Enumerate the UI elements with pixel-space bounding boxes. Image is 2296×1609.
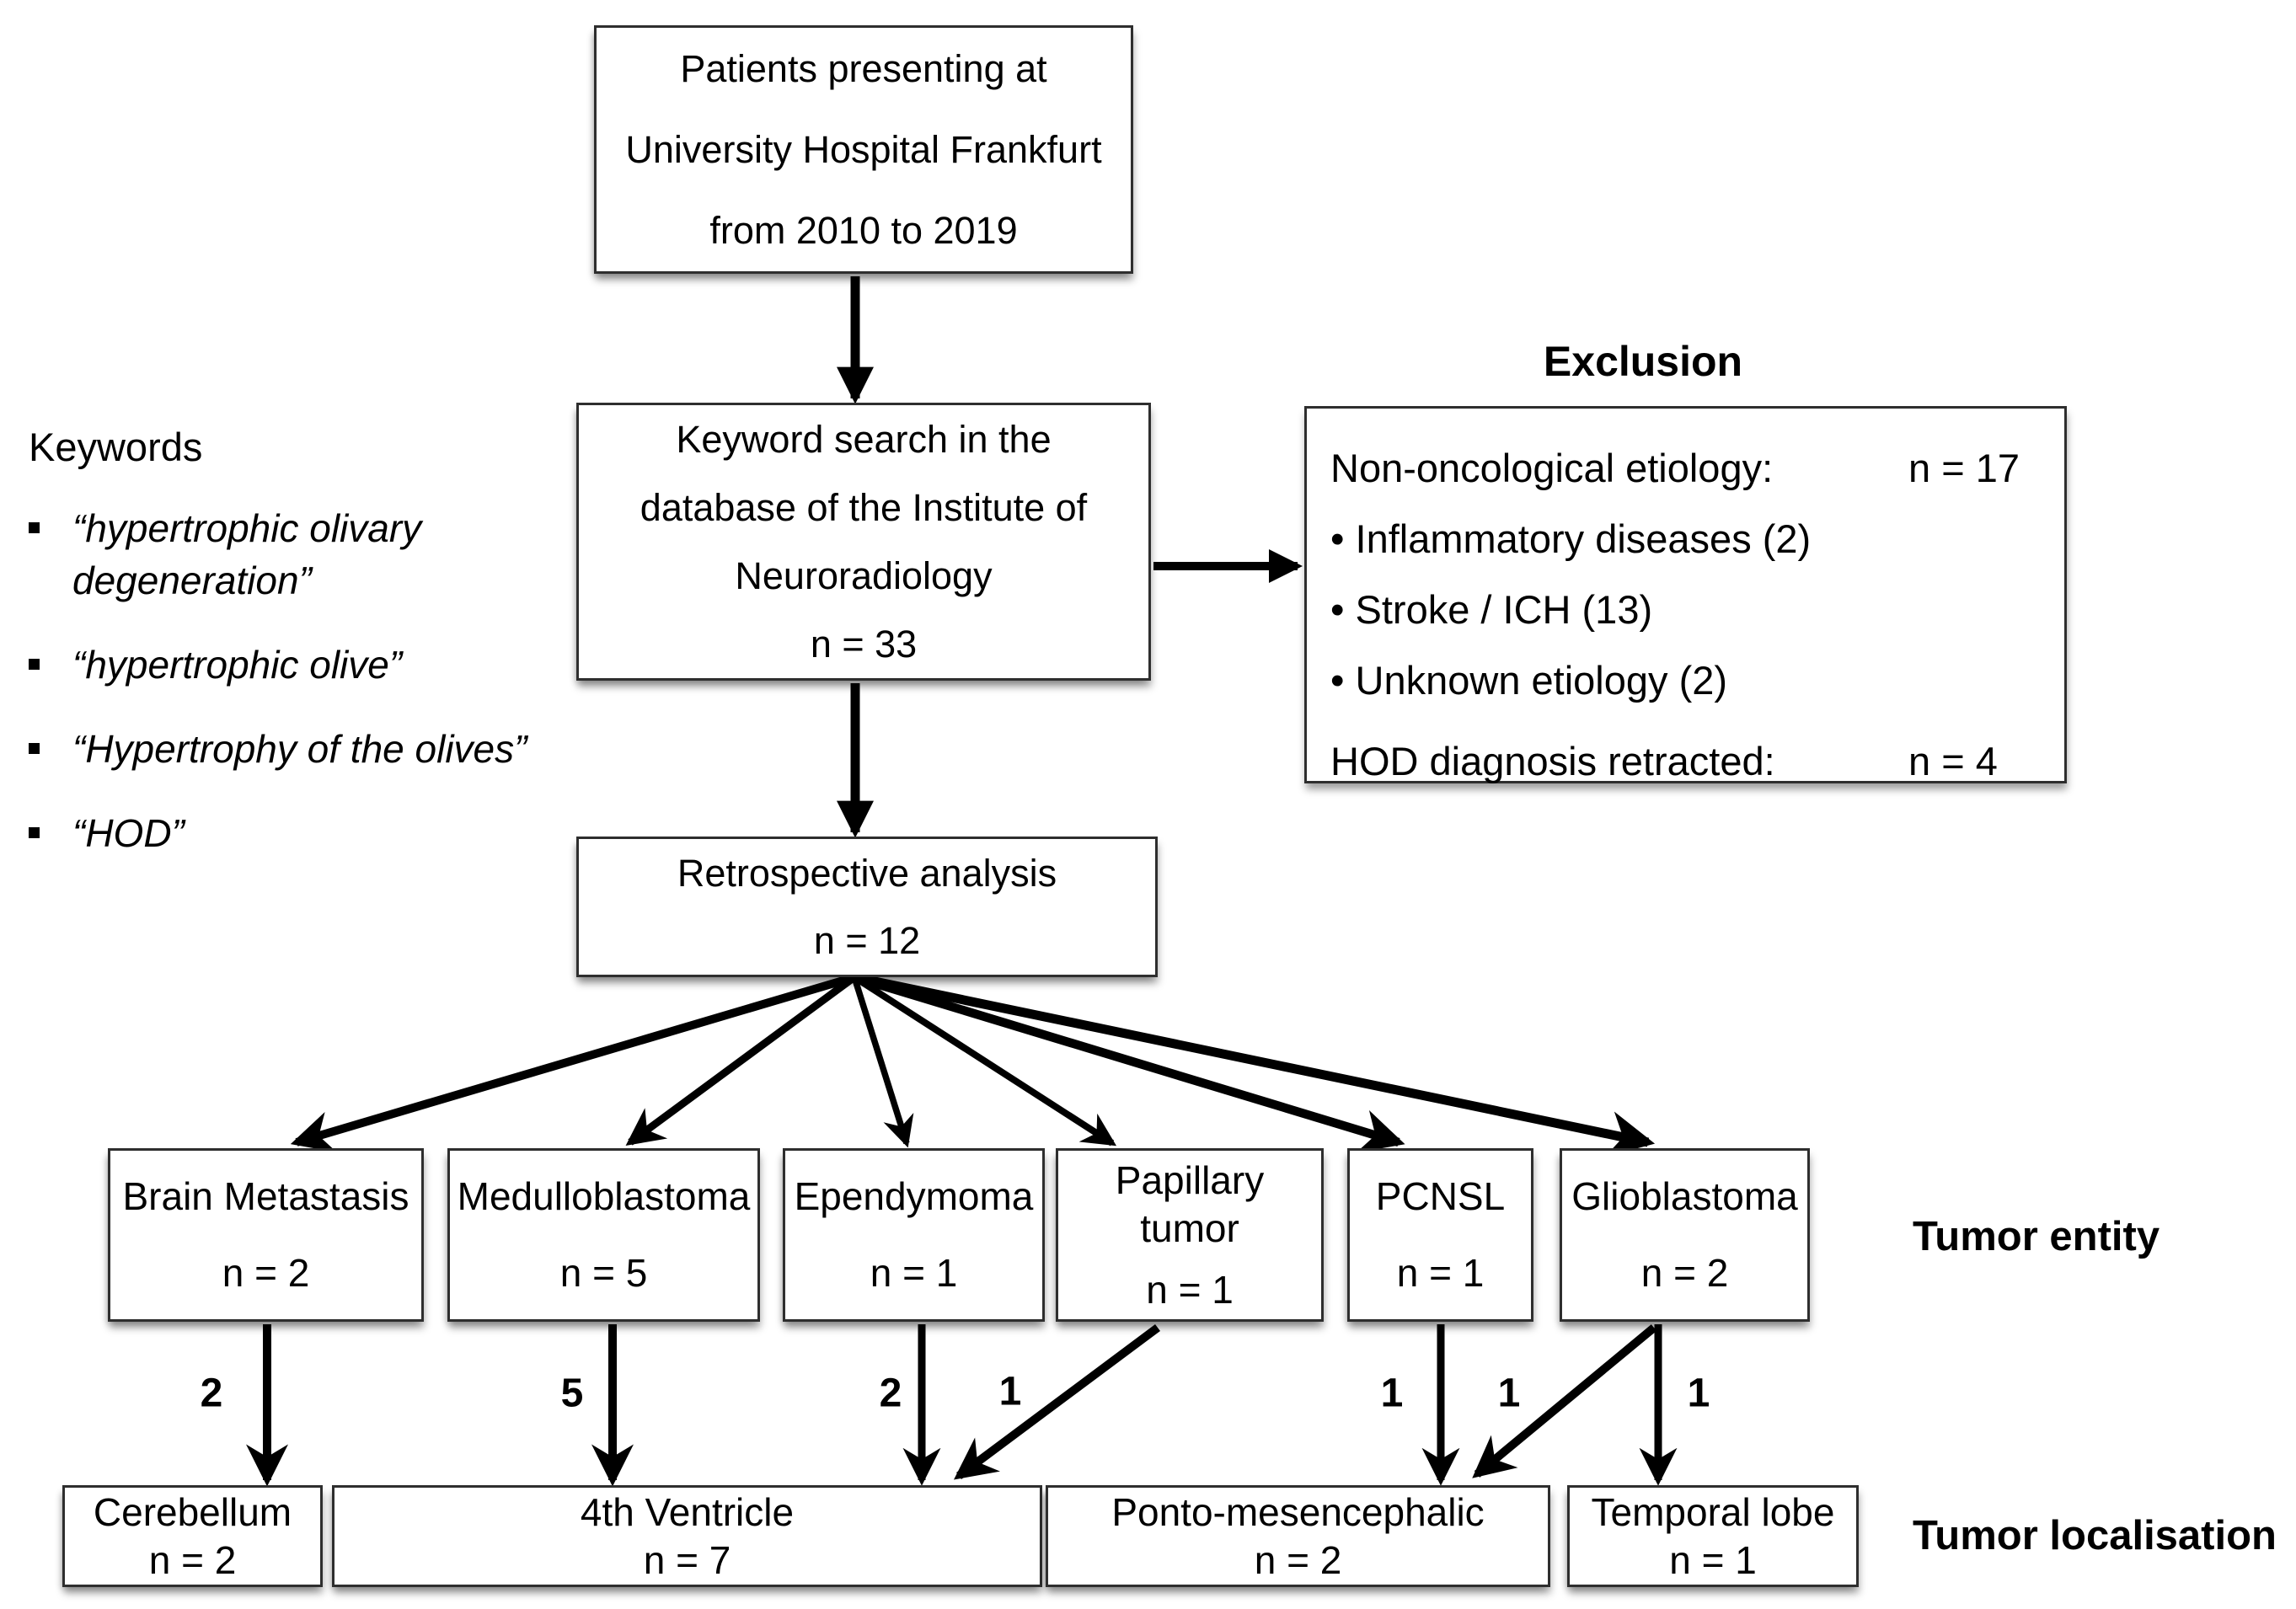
keyword-text: “hypertrophic olive” (72, 643, 403, 687)
keyword-search-box: Keyword search in the database of the In… (576, 403, 1151, 681)
search-box-line: Neuroradiology (735, 554, 993, 597)
entity-box-glioblastoma: Glioblastoma n = 2 (1560, 1148, 1810, 1322)
entity-n-value: n = 2 (1640, 1251, 1729, 1295)
entity-name: Glioblastoma (1571, 1174, 1798, 1218)
bullet-square-icon (29, 827, 40, 838)
arrow-retro-to-pcnsl (853, 972, 1405, 1153)
localisation-n-value: n = 1 (1669, 1537, 1757, 1582)
localisation-box-ponto-mesencephalic: Ponto-mesencephalic n = 2 (1046, 1485, 1550, 1587)
exclusion-row: • Inflammatory diseases (2) (1330, 503, 2043, 574)
arrow-retro-to-glioblastoma (853, 972, 1656, 1157)
entity-name-line2: tumor (1140, 1205, 1239, 1250)
count-label-glioblastoma-left: 1 (1497, 1371, 1521, 1416)
entity-box-papillary-tumor: Papillary tumor n = 1 (1056, 1148, 1324, 1322)
exclusion-row: Non-oncological etiology: n = 17 (1330, 432, 2043, 503)
entity-n-value: n = 1 (870, 1251, 958, 1295)
tumor-entity-label: Tumor entity (1913, 1214, 2160, 1259)
search-box-line: Keyword search in the (676, 418, 1052, 461)
keyword-text: “Hypertrophy of the olives” (72, 727, 527, 771)
keywords-heading: Keywords (29, 425, 203, 469)
keyword-item: “hypertrophic olive” (29, 639, 559, 691)
search-box-line: database of the Institute of (640, 486, 1088, 529)
retrospective-box: Retrospective analysis n = 12 (576, 837, 1158, 977)
localisation-box-temporal-lobe: Temporal lobe n = 1 (1567, 1485, 1859, 1587)
keyword-text: “HOD” (72, 811, 185, 855)
localisation-box-4th-ventricle: 4th Ventricle n = 7 (332, 1485, 1042, 1587)
entity-n-value: n = 1 (1146, 1267, 1234, 1312)
localisation-box-cerebellum: Cerebellum n = 2 (62, 1485, 323, 1587)
keywords-list: “hypertrophic olivary degeneration” “hyp… (29, 502, 559, 859)
entity-name: PCNSL (1375, 1174, 1506, 1218)
bullet-square-icon (29, 743, 40, 754)
entity-box-ependymoma: Ependymoma n = 1 (783, 1148, 1045, 1322)
entity-n-value: n = 5 (559, 1251, 648, 1295)
exclusion-row: HOD diagnosis retracted: n = 4 (1330, 725, 2043, 796)
count-label-glioblastoma-right: 1 (1687, 1371, 1710, 1416)
localisation-n-value: n = 2 (1254, 1537, 1342, 1582)
search-box-n-value: n = 33 (810, 623, 918, 666)
keywords-block: Keywords “hypertrophic olivary degenerat… (29, 424, 559, 891)
entity-box-medulloblastoma: Medulloblastoma n = 5 (447, 1148, 760, 1322)
entity-name: Brain Metastasis (122, 1174, 409, 1218)
entity-name: Medulloblastoma (457, 1174, 751, 1218)
retrospective-box-n-value: n = 12 (813, 918, 921, 962)
bullet-square-icon (29, 522, 40, 533)
retrospective-box-line: Retrospective analysis (677, 851, 1057, 895)
bullet-square-icon (29, 659, 40, 670)
exclusion-row-text: HOD diagnosis retracted: (1330, 738, 1775, 783)
patients-box: Patients presenting at University Hospit… (594, 25, 1133, 274)
exclusion-row: • Stroke / ICH (13) (1330, 574, 2043, 644)
exclusion-row-n: n = 17 (1908, 445, 2020, 490)
entity-n-value: n = 2 (222, 1251, 310, 1295)
localisation-name: Temporal lobe (1591, 1489, 1835, 1534)
count-label-medulloblastoma: 5 (560, 1371, 584, 1416)
entity-name: Ependymoma (794, 1174, 1034, 1218)
count-label-ependymoma: 2 (879, 1371, 902, 1416)
arrow-retro-to-ependymoma (851, 976, 914, 1148)
entity-box-brain-metastasis: Brain Metastasis n = 2 (108, 1148, 424, 1322)
exclusion-row-n: n = 4 (1908, 738, 1998, 783)
keyword-item: “HOD” (29, 807, 559, 859)
exclusion-title: Exclusion (1543, 338, 1743, 385)
entity-n-value: n = 1 (1396, 1251, 1485, 1295)
keyword-text: “hypertrophic olivary degeneration” (72, 506, 422, 602)
count-label-pcnsl: 1 (1380, 1371, 1404, 1416)
localisation-n-value: n = 2 (148, 1537, 237, 1582)
tumor-localisation-label: Tumor localisation (1913, 1513, 2277, 1558)
localisation-name: Ponto-mesencephalic (1111, 1489, 1485, 1534)
patients-box-line: Patients presenting at (680, 46, 1047, 90)
exclusion-row: • Unknown etiology (2) (1330, 644, 2043, 715)
entity-name: Papillary (1115, 1157, 1265, 1202)
exclusion-row-text: Non-oncological etiology: (1330, 445, 1774, 490)
exclusion-row-text: • Inflammatory diseases (2) (1330, 516, 1812, 561)
arrow-retro-to-medulloblastoma (625, 974, 857, 1147)
localisation-name: 4th Ventricle (580, 1489, 795, 1534)
patients-box-line: University Hospital Frankfurt (625, 127, 1102, 171)
keyword-item: “Hypertrophy of the olives” (29, 723, 559, 775)
keyword-item: “hypertrophic olivary degeneration” (29, 502, 559, 607)
localisation-n-value: n = 7 (643, 1537, 731, 1582)
arrow-retro-to-brain-metastasis (290, 973, 856, 1152)
entity-box-pcnsl: PCNSL n = 1 (1347, 1148, 1533, 1322)
patients-box-line: from 2010 to 2019 (709, 208, 1018, 252)
exclusion-row-text: • Stroke / ICH (13) (1330, 586, 1653, 632)
arrow-retro-to-papillary (852, 974, 1117, 1147)
count-label-brain-metastasis: 2 (200, 1371, 223, 1416)
arrow-papillary-to-ventricle (953, 1323, 1160, 1480)
exclusion-box: Non-oncological etiology: n = 17 • Infla… (1304, 406, 2067, 783)
localisation-name: Cerebellum (93, 1489, 292, 1534)
count-label-papillary-tumor: 1 (998, 1369, 1022, 1414)
exclusion-row-text: • Unknown etiology (2) (1330, 657, 1728, 703)
